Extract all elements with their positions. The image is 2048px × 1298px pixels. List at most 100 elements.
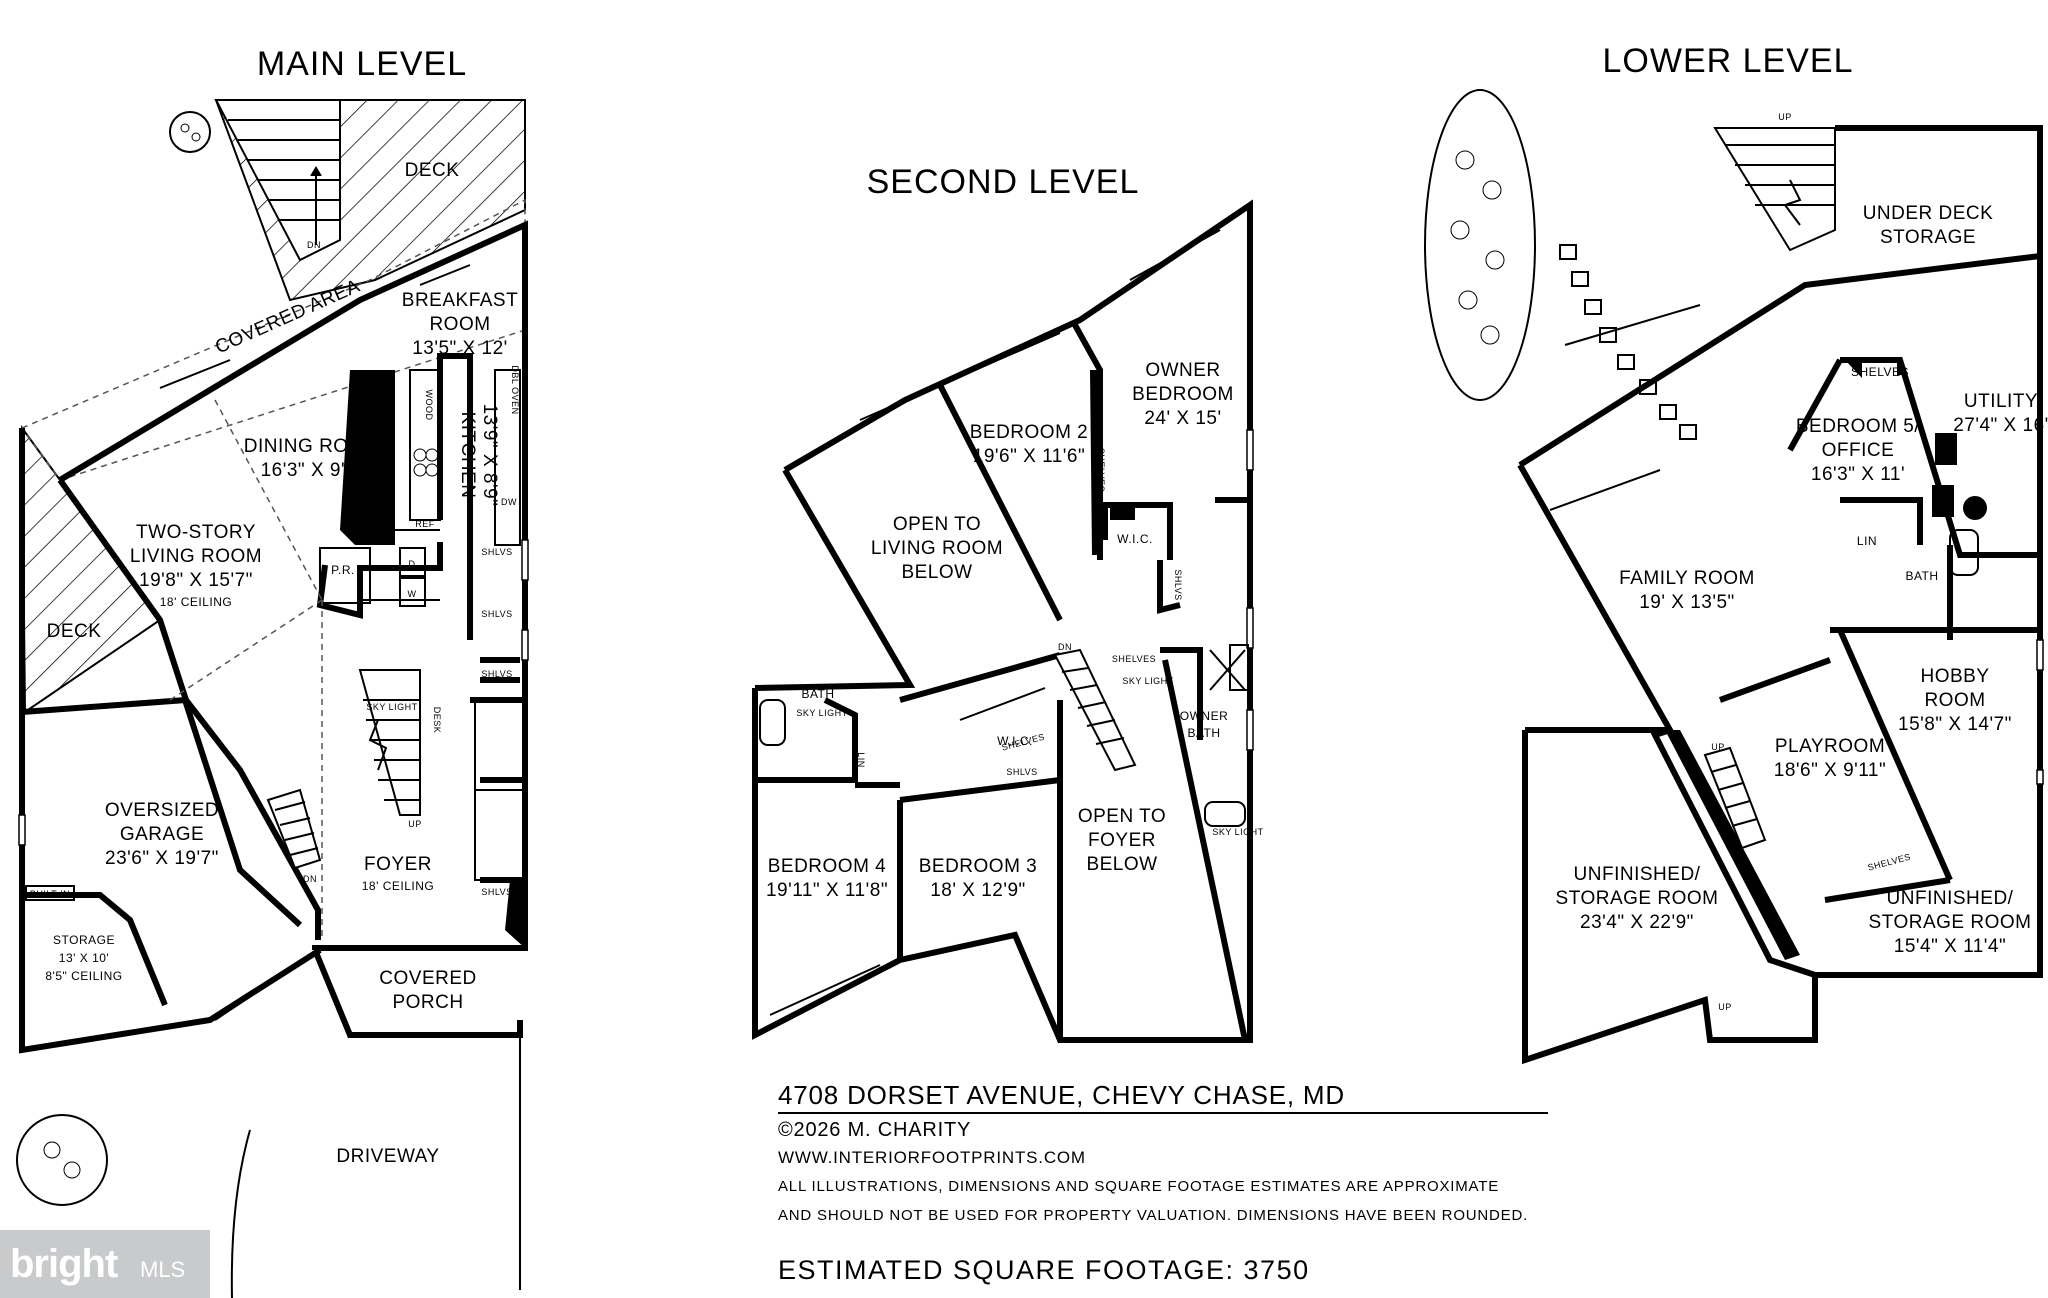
copyright-line: ©2026 M. CHARITY — [778, 1119, 972, 1141]
owner-shelf-bar — [1090, 370, 1100, 555]
second-stairs-dn-label: DN — [1058, 642, 1072, 652]
owner-wic-label: W.I.C. — [1117, 532, 1153, 546]
breakfast-room-dims: 13'5" X 12' — [412, 338, 508, 359]
hobby-room-name-1: HOBBY — [1920, 666, 1989, 687]
foyer-stairs-up-label: UP — [408, 819, 422, 829]
lower-exterior-east — [1518, 252, 2043, 978]
owner-wic-block — [1110, 505, 1135, 520]
tree-icon-bottom — [16, 1114, 108, 1206]
kitchen-name: KITCHEN — [457, 412, 478, 499]
garage-dims: 23'6" X 19'7" — [105, 848, 219, 869]
unfinished-2-dims: 15'4" X 11'4" — [1894, 936, 2006, 957]
open-to-foyer-2: FOYER — [1088, 830, 1156, 851]
playroom-name: PLAYROOM — [1775, 736, 1885, 757]
desk-label: DESK — [432, 707, 442, 734]
under-deck-storage-1: UNDER DECK — [1863, 203, 1994, 224]
porch-name-1: COVERED — [379, 968, 476, 989]
foyer-closets — [474, 699, 526, 881]
bedroom-2-dims: 19'6" X 11'6" — [973, 446, 1085, 467]
foyer-stairs — [358, 669, 421, 816]
driveway-label: DRIVEWAY — [336, 1146, 439, 1167]
tank-icon — [1963, 496, 1987, 520]
bedroom-4-dims: 19'11" X 11'8" — [766, 880, 888, 901]
living-room-ceiling: 18' CEILING — [160, 595, 232, 609]
storage-name: STORAGE — [53, 933, 115, 947]
cooktop-icon — [413, 448, 439, 477]
bedroom-3-dims: 18' X 12'9" — [930, 880, 1026, 901]
washer-label: W — [408, 589, 417, 599]
unfinished-1-name-2: STORAGE ROOM — [1556, 888, 1719, 909]
lower-exterior-stairs — [1713, 127, 1836, 252]
fireplace — [340, 370, 395, 545]
second-level-stairs — [1053, 648, 1137, 772]
lower-tub-icon — [1949, 529, 1979, 576]
open-to-foyer-3: BELOW — [1086, 854, 1157, 875]
main-exterior-wall — [58, 220, 528, 951]
bedroom-4-name: BEDROOM 4 — [768, 856, 887, 877]
storage-ceiling: 8'5" CEILING — [45, 969, 122, 983]
furnace-icon — [1932, 485, 1954, 517]
square-footage: ESTIMATED SQUARE FOOTAGE: 3750 — [778, 1255, 1310, 1285]
garage-stairs — [266, 788, 322, 870]
hall-wic-label: W.I.C. — [997, 734, 1033, 748]
family-room-dims: 19' X 13'5" — [1639, 592, 1735, 613]
hall-wic-shlvs: SHLVS — [1006, 767, 1037, 777]
lower-interior-walls — [1718, 357, 2040, 903]
property-address: 4708 DORSET AVENUE, CHEVY CHASE, MD — [778, 1080, 1345, 1110]
dryer-label: D — [409, 559, 416, 569]
fireplace-label: FP — [374, 372, 387, 382]
second-linen-label: LIN — [856, 752, 866, 768]
bedroom-2-name: BEDROOM 2 — [970, 422, 1089, 443]
website-link[interactable]: WWW.INTERIORFOOTPRINTS.COM — [778, 1148, 1086, 1167]
hall-shelves-label: SHELVES — [1112, 654, 1156, 664]
shelves-label-3: SHLVS — [481, 669, 512, 679]
shelves-label-4: SHLVS — [481, 887, 512, 897]
lower-bath-label: BATH — [1905, 569, 1938, 583]
owner-shlvs-label: SHLVS — [1173, 569, 1183, 600]
lower-stairs-up: UP — [1711, 742, 1725, 752]
lower-windows — [1549, 304, 2044, 785]
owner-bath-skylight: SKY LIGHT — [1212, 827, 1263, 837]
wood-label: WOOD — [424, 390, 434, 421]
chimney-block — [505, 880, 525, 948]
refrigerator-label: REF — [415, 519, 435, 529]
open-to-living-2: LIVING ROOM — [871, 538, 1003, 559]
logo-brand: bright — [10, 1242, 118, 1286]
stair-skylight-label: SKY LIGHT — [1122, 676, 1173, 686]
owner-bedroom-name-2: BEDROOM — [1132, 384, 1234, 405]
lower-level-plan: LOWER LEVEL UP — [1424, 42, 2048, 1065]
bright-mls-logo: bright MLS — [0, 1230, 210, 1298]
bath-skylight-label: SKY LIGHT — [796, 708, 847, 718]
breakfast-room-name-2: ROOM — [429, 314, 490, 335]
unfinished-outer-wall — [1522, 730, 1818, 1065]
garage-name-2: GARAGE — [120, 824, 204, 845]
lower-interior-stairs — [1703, 746, 1767, 850]
garage-stairs-dn-label: DN — [303, 874, 317, 884]
hall-shelves-line — [959, 687, 1046, 721]
open-to-living-1: OPEN TO — [893, 514, 981, 535]
address-underline — [778, 1112, 1548, 1114]
dining-room-name: DINING ROOM — [244, 436, 380, 457]
garage-south-wall — [19, 712, 322, 1054]
owner-bedroom-name-1: OWNER — [1145, 360, 1220, 381]
deck-left-label: DECK — [47, 621, 102, 642]
kitchen-counter — [409, 369, 441, 521]
driveway-curb — [230, 1129, 251, 1298]
lower-shelves-label: SHELVES — [1851, 365, 1909, 379]
living-foyer-opening — [169, 599, 323, 701]
dining-room-dims: 16'3" X 9'6" — [261, 460, 364, 481]
lower-level-title: LOWER LEVEL — [1603, 42, 1854, 80]
foyer-ceiling: 18' CEILING — [362, 879, 434, 893]
bedroom-3-name: BEDROOM 3 — [919, 856, 1038, 877]
utility-name: UTILITY — [1964, 391, 2038, 412]
open-to-foyer-1: OPEN TO — [1078, 806, 1166, 827]
main-level-title: MAIN LEVEL — [257, 45, 467, 83]
foyer-name: FOYER — [364, 854, 432, 875]
dishwasher-label: DW — [501, 497, 517, 507]
main-windows — [18, 264, 529, 1021]
family-west-wall — [1517, 463, 1816, 978]
unfinished-1-dims: 23'4" X 22'9" — [1580, 912, 1694, 933]
lower-stair-wall — [1665, 730, 1800, 960]
owner-bath-name-2: BATH — [1187, 726, 1220, 740]
